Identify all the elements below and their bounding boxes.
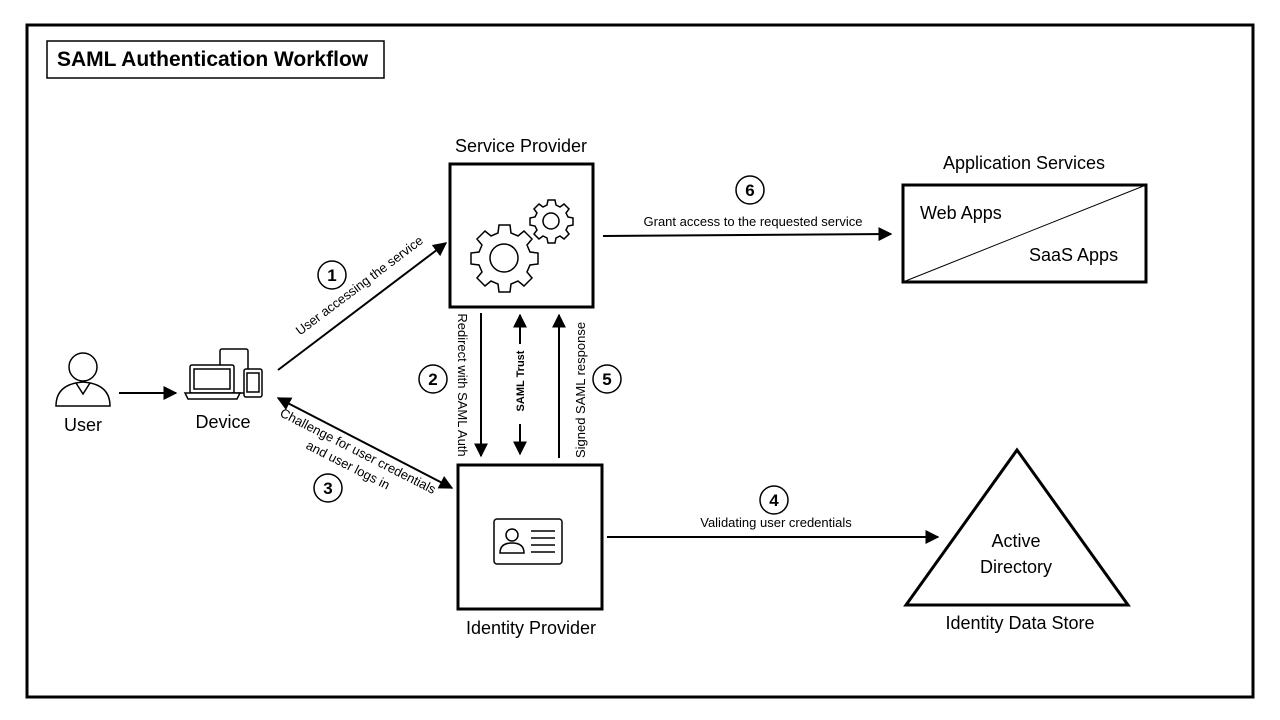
- page-title: SAML Authentication Workflow: [57, 48, 369, 71]
- active-directory-label-line2: Directory: [980, 557, 1052, 577]
- active-directory-triangle[interactable]: [903, 447, 1131, 607]
- saml-trust-label: SAML Trust: [515, 350, 527, 411]
- step1-circle: [317, 260, 347, 290]
- identity-provider-label: Identity Provider: [466, 618, 596, 638]
- device-label: Device: [195, 412, 250, 432]
- step4-circle: [759, 485, 789, 515]
- user-icon: [55, 352, 111, 407]
- step3-number: 3: [323, 479, 332, 498]
- step6-number: 6: [745, 181, 754, 200]
- service-provider-label: Service Provider: [455, 136, 587, 156]
- step5-number: 5: [602, 370, 611, 389]
- user-label: User: [64, 415, 102, 435]
- step1-number: 1: [327, 266, 336, 285]
- application-services-divider: [902, 184, 1147, 283]
- saas-apps-label: SaaS Apps: [1029, 245, 1118, 265]
- step2-number: 2: [428, 370, 437, 389]
- id-card-icon: [493, 518, 563, 565]
- step3-label-line1: Challenge for user credentials: [278, 405, 439, 497]
- step4-label: Validating user credentials: [700, 515, 852, 530]
- active-directory-label-line1: Active: [991, 531, 1040, 551]
- step4-number: 4: [769, 491, 779, 510]
- devices-icon: [183, 348, 263, 400]
- step6-circle: [735, 175, 765, 205]
- step2-label: Redirect with SAML Auth: [455, 313, 470, 456]
- outer-frame: [25, 23, 1255, 699]
- title-box: [46, 40, 385, 79]
- web-apps-label: Web Apps: [920, 203, 1002, 223]
- application-services-label: Application Services: [943, 153, 1105, 173]
- step3-circle: [313, 473, 343, 503]
- step6-label: Grant access to the requested service: [644, 214, 863, 229]
- identity-data-store-label: Identity Data Store: [945, 613, 1094, 633]
- step5-circle: [592, 364, 622, 394]
- step2-circle: [418, 364, 448, 394]
- step5-label: Signed SAML response: [573, 322, 588, 458]
- arrow-step3: [276, 397, 454, 489]
- arrow-step1: [277, 242, 448, 371]
- arrow-step6: [602, 227, 893, 242]
- gears-icon: [470, 199, 574, 293]
- step1-label: User accessing the service: [293, 233, 426, 338]
